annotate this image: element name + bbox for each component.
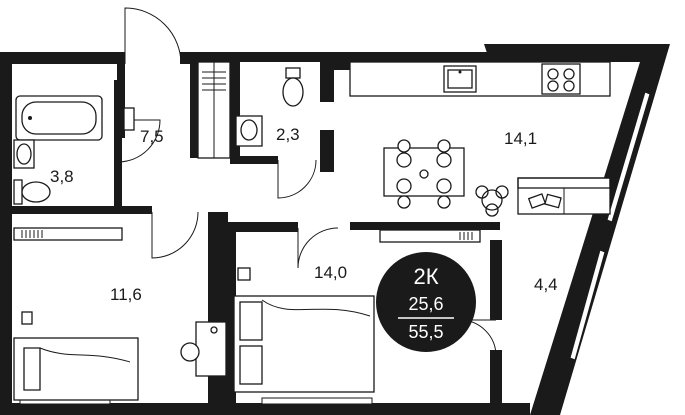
radiator-icon [13,227,123,241]
kitchen-sink-icon [443,65,477,93]
wc-toilet-icon [282,67,304,107]
area-wc: 2,3 [276,125,300,144]
coat-hook-icon [123,107,135,131]
bathtub-icon [15,95,103,141]
area-bathroom: 3,8 [50,167,74,186]
walls [0,44,670,415]
badge-living-area: 25,6 [408,294,443,314]
dining-table-icon [383,139,465,209]
wardrobe-icon [197,61,231,159]
sink-icon [13,139,35,169]
badge-circle [376,252,476,352]
bed-right-icon [233,295,375,393]
badge-type: 2К [413,264,438,289]
area-bedroom-left: 11,6 [110,285,142,304]
sofa-icon [517,177,611,215]
plant-icon [475,185,509,217]
stove-icon [541,63,581,95]
doors [117,7,497,357]
wc-sink-icon [235,115,263,147]
area-wardrobe: 4,4 [534,275,558,294]
apartment-badge: 2К 25,6 55,5 [376,252,476,352]
area-bedroom-right: 14,0 [314,263,347,282]
windows [19,91,651,405]
badge-total-area: 55,5 [408,322,443,342]
bed-left-icon [13,337,139,401]
desk-icon [180,321,227,377]
nightstand-left [21,311,33,325]
area-hall: 7,5 [140,127,164,146]
area-kitchen-living: 14,1 [504,129,537,148]
nightstand-right [237,267,251,281]
radiator-right-icon [379,229,481,243]
toilet-icon [13,179,51,205]
